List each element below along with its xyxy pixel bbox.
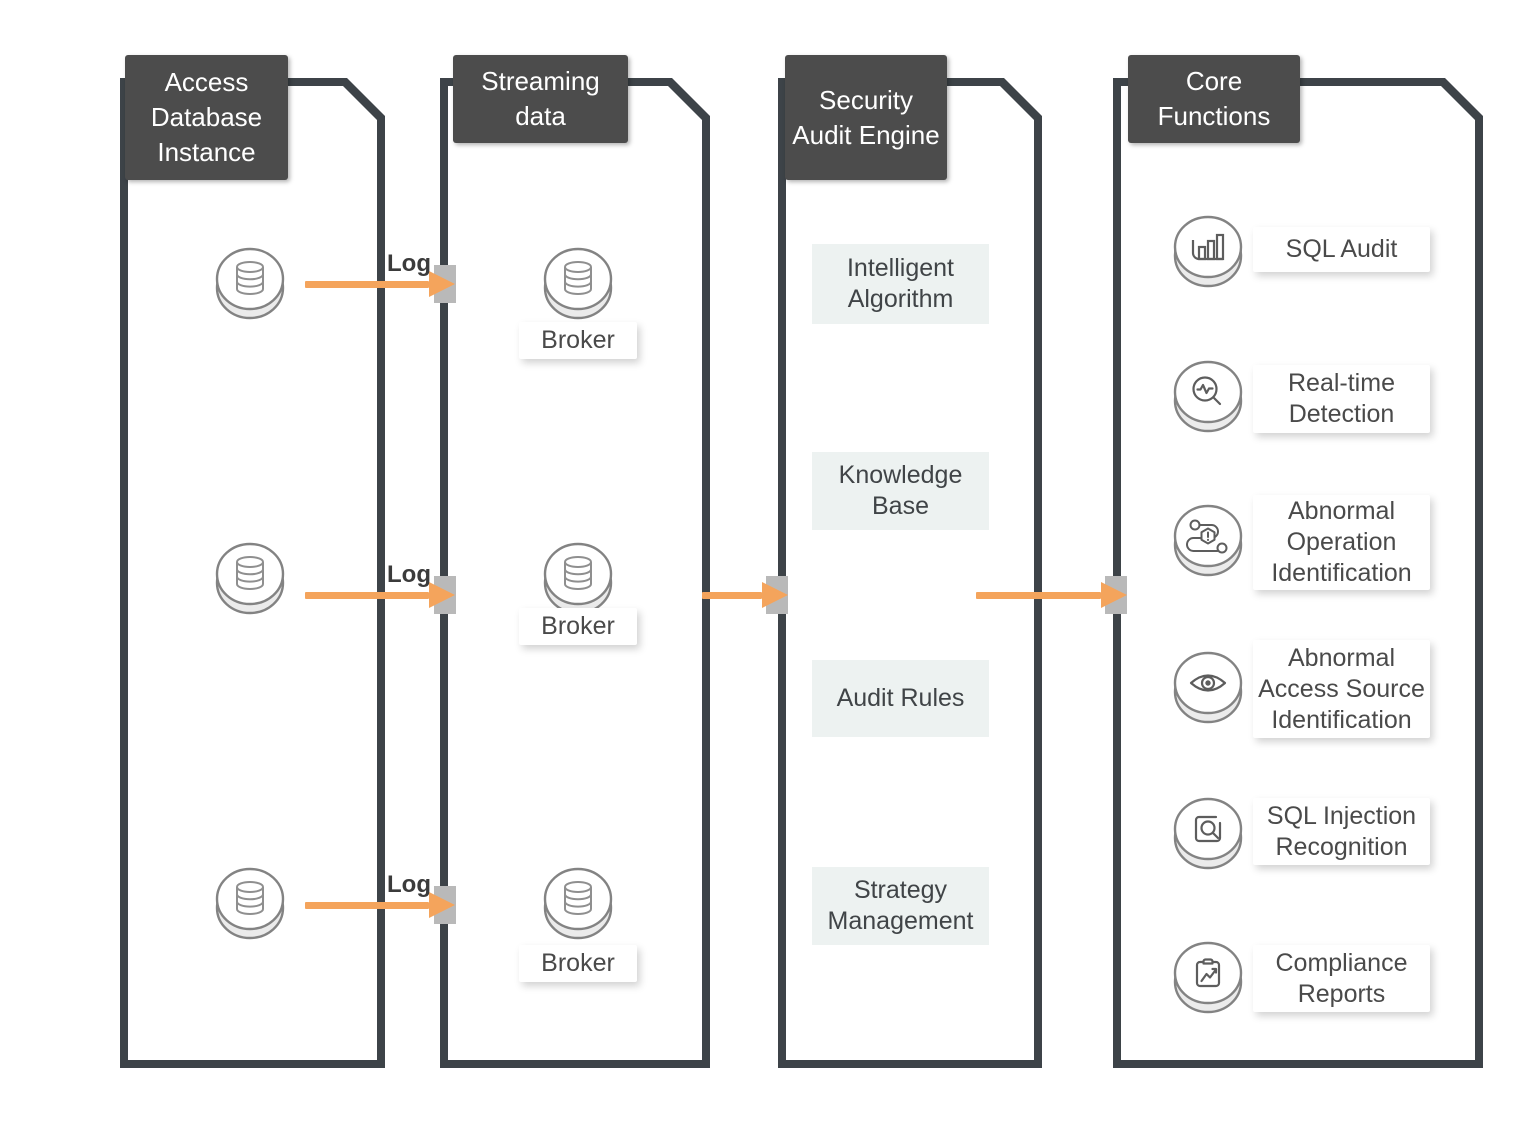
- database-icon: [210, 246, 290, 320]
- log-arrow-head: [429, 582, 455, 608]
- module-strategy-management: Strategy Management: [812, 867, 989, 945]
- header-access-database-instance: Access Database Instance: [125, 55, 288, 180]
- broker-icon: [538, 866, 618, 940]
- header-security-audit-engine: Security Audit Engine: [785, 55, 947, 180]
- log-arrow: [305, 592, 429, 599]
- log-arrow: [305, 902, 429, 909]
- broker-label: Broker: [519, 945, 637, 982]
- core-function-label: SQL Injection Recognition: [1253, 798, 1430, 865]
- broker-to-engine-arrow: [702, 592, 762, 599]
- core-function-label: SQL Audit: [1253, 227, 1430, 272]
- abnormal-access-eye-icon: [1168, 650, 1248, 724]
- log-arrow-head: [429, 271, 455, 297]
- broker-icon: [538, 246, 618, 320]
- engine-to-functions-arrow-head: [1101, 582, 1127, 608]
- log-arrow-label: Log: [387, 561, 431, 588]
- header-streaming-data: Streaming data: [453, 55, 628, 143]
- log-arrow: [305, 281, 429, 288]
- core-function-label: Real-time Detection: [1253, 365, 1430, 433]
- broker-icon: [538, 541, 618, 615]
- broker-label: Broker: [519, 608, 637, 645]
- broker-label: Broker: [519, 322, 637, 359]
- engine-to-functions-arrow: [976, 592, 1101, 599]
- broker-to-engine-arrow-head: [762, 582, 788, 608]
- header-core-functions: Core Functions: [1128, 55, 1300, 143]
- log-arrow-head: [429, 892, 455, 918]
- core-function-label: Abnormal Operation Identification: [1253, 495, 1430, 590]
- module-knowledge-base: Knowledge Base: [812, 452, 989, 530]
- module-intelligent-algorithm: Intelligent Algorithm: [812, 244, 989, 324]
- realtime-detection-icon: [1168, 359, 1248, 433]
- log-arrow-label: Log: [387, 871, 431, 898]
- core-function-label: Abnormal Access Source Identification: [1253, 640, 1430, 738]
- bar-chart-icon: [1168, 214, 1248, 288]
- sql-injection-scan-icon: [1168, 796, 1248, 870]
- abnormal-operation-icon: [1168, 503, 1248, 577]
- core-function-label: Compliance Reports: [1253, 945, 1430, 1012]
- log-arrow-label: Log: [387, 250, 431, 277]
- compliance-reports-icon: [1168, 940, 1248, 1014]
- database-icon: [210, 866, 290, 940]
- database-icon: [210, 541, 290, 615]
- module-audit-rules: Audit Rules: [812, 660, 989, 737]
